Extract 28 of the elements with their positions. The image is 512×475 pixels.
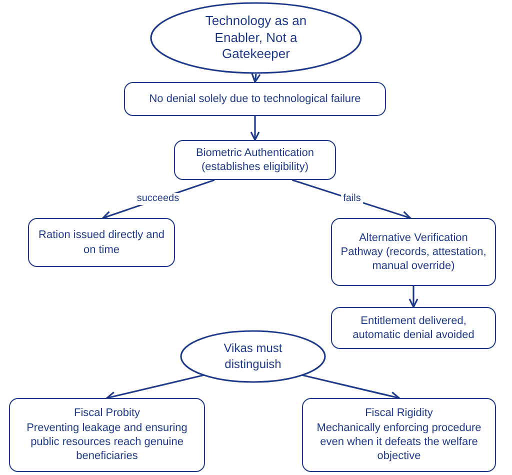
edge-label: fails (341, 193, 363, 205)
arrow (302, 374, 400, 401)
arrow (408, 286, 418, 308)
process-box (9, 398, 205, 472)
ellipse-node (180, 330, 326, 383)
box-heading: Fiscal Probity (74, 406, 140, 421)
process-box (302, 398, 496, 472)
arrow (251, 72, 261, 83)
box-text: Biometric Authentication (establishes eligibility) (194, 146, 315, 174)
process-box (28, 218, 175, 267)
ellipse-label: Technology as an Enabler, Not a Gatekeeper (204, 12, 308, 64)
box-text: Alternative Verification Pathway (records, attestation, manual override) (340, 230, 488, 274)
process-box (331, 218, 496, 286)
process-box (174, 140, 336, 180)
ellipse-node (150, 2, 362, 74)
box-heading: Fiscal Rigidity (365, 406, 433, 421)
box-text: Ration issued directly and on time (38, 228, 166, 257)
arrow (106, 374, 204, 401)
arrow (292, 179, 411, 220)
process-box (331, 307, 496, 349)
box-text: Mechanically enforcing procedure even when it defeats the welfare objective (316, 420, 482, 464)
box-text: No denial solely due to technological failure (149, 92, 361, 106)
box-text: Entitlement delivered, automatic denial avoided (352, 314, 476, 342)
ellipse-label: Vikas must distinguish (222, 340, 284, 372)
box-text: Preventing leakage and ensuring public resources reach genuine beneficiaries (26, 420, 188, 464)
edge-label: succeeds (134, 193, 182, 205)
process-box (124, 82, 386, 116)
arrow (250, 116, 260, 141)
